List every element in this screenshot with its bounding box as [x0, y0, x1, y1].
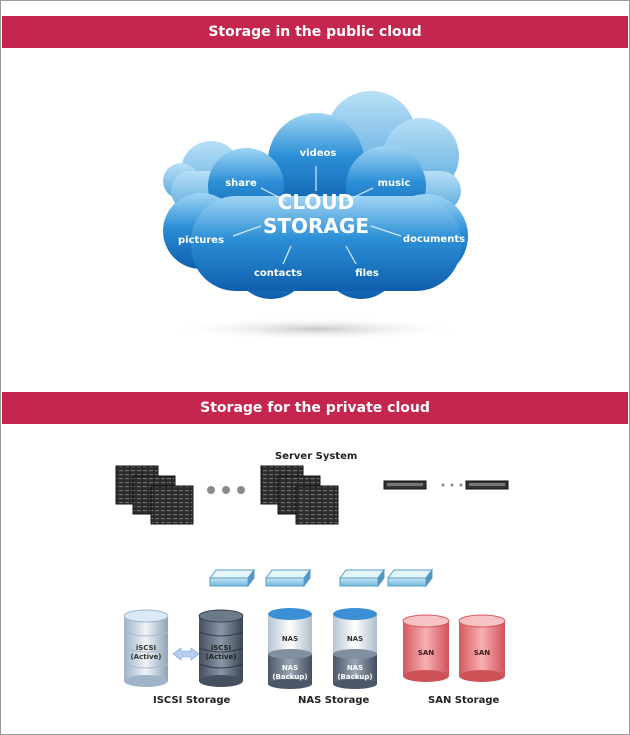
front-cloud	[163, 113, 468, 299]
cloud-storage-illustration: CLOUD STORAGE videos share music picture…	[163, 91, 468, 341]
spoke-music: music	[378, 178, 411, 189]
san-label: SAN	[474, 649, 490, 657]
san-drum-1: SAN	[402, 614, 450, 682]
spoke-videos: videos	[300, 148, 337, 159]
nas-top-label: NAS	[282, 635, 298, 643]
cloud-title-line1: CLOUD	[278, 190, 355, 214]
cloud-title-line2: STORAGE	[263, 214, 369, 238]
san-label: SAN	[418, 649, 434, 657]
iscsi-active-drum: iSCSI (Active)	[123, 609, 169, 687]
network-switches	[209, 568, 433, 588]
spoke-pictures: pictures	[178, 235, 224, 246]
spoke-documents: documents	[403, 234, 465, 245]
storage-diagram: iSCSI (Active) iSCSI (Active) NAS NAS	[123, 608, 506, 689]
network-switch	[209, 568, 255, 588]
iscsi-active-label-1: iSCSI	[136, 644, 156, 652]
nas-top-label: NAS	[347, 635, 363, 643]
server-group-middle	[260, 465, 339, 525]
ellipsis-dot	[222, 486, 230, 494]
network-switch	[339, 568, 385, 588]
nas-drum-1: NAS NAS (Backup)	[268, 608, 312, 689]
sync-arrow-icon	[172, 647, 200, 661]
iscsi-second-label-2: (Active)	[205, 653, 236, 661]
server-system-diagram	[115, 465, 509, 525]
server-rack	[295, 485, 339, 525]
ellipsis-dot	[441, 483, 445, 487]
server-system-label: Server System	[275, 451, 358, 462]
ellipsis-dot	[207, 486, 215, 494]
nas-storage-label: NAS Storage	[298, 695, 370, 706]
nas-backup-label-1: NAS	[347, 664, 363, 672]
spoke-files: files	[355, 268, 379, 279]
spoke-share: share	[225, 178, 257, 189]
ellipsis-dot	[450, 483, 454, 487]
iscsi-active-label-2: (Active)	[130, 653, 161, 661]
network-switch	[265, 568, 311, 588]
san-drum-2: SAN	[458, 614, 506, 682]
server-group-left	[115, 465, 194, 525]
nas-backup-label-2: (Backup)	[337, 673, 372, 681]
iscsi-second-drum: iSCSI (Active)	[198, 609, 244, 687]
nas-drum-2: NAS NAS (Backup)	[333, 608, 377, 689]
cloud-spokes	[232, 166, 402, 265]
spoke-contacts: contacts	[254, 268, 302, 279]
public-cloud-banner: Storage in the public cloud	[2, 16, 628, 48]
cloud-shadow	[166, 317, 466, 341]
private-cloud-banner: Storage for the private cloud	[2, 392, 628, 424]
iscsi-second-label-1: iSCSI	[211, 644, 231, 652]
nas-backup-label-2: (Backup)	[272, 673, 307, 681]
iscsi-storage-label: ISCSI Storage	[153, 695, 231, 706]
server-rack	[150, 485, 194, 525]
ellipsis-dot	[237, 486, 245, 494]
nas-backup-label-1: NAS	[282, 664, 298, 672]
san-storage-label: SAN Storage	[428, 695, 500, 706]
network-switch	[387, 568, 433, 588]
ellipsis-dot	[459, 483, 463, 487]
